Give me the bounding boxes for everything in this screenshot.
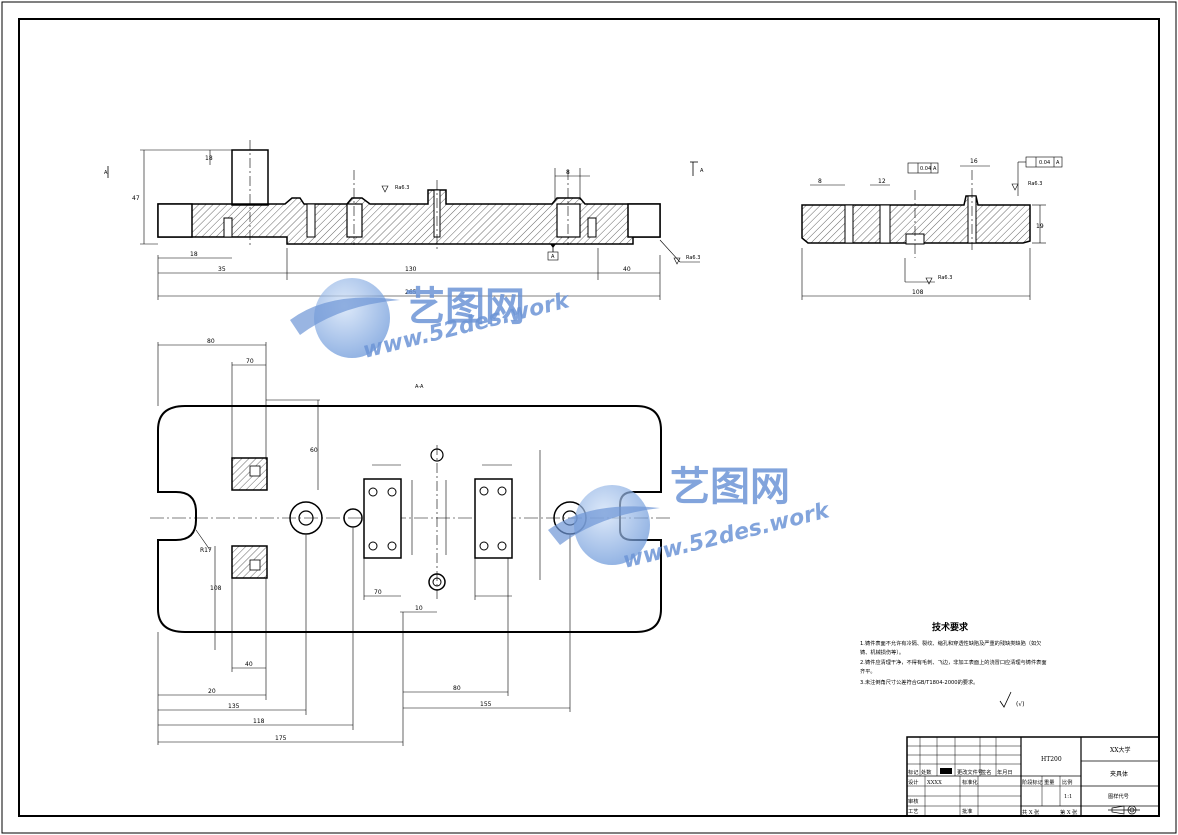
plan-dim-20: 20 bbox=[208, 688, 216, 695]
tb-part-name: 夹具体 bbox=[1110, 770, 1128, 778]
side-dim-b: 12 bbox=[878, 178, 886, 185]
section-mark-right: A bbox=[700, 168, 704, 174]
tb-sheet-no: 第 X 张 bbox=[1060, 808, 1078, 816]
tb-sheet: 共 X 张 bbox=[1022, 808, 1040, 816]
roughness-front-1: Ra6.3 bbox=[395, 185, 409, 191]
dim-text-height: 47 bbox=[132, 195, 140, 202]
plan-dim-60: 60 bbox=[310, 447, 318, 454]
watermark-brand-2: 艺图网 bbox=[670, 464, 790, 510]
plan-dim-118: 118 bbox=[253, 718, 265, 725]
dim-text-mid: 130 bbox=[405, 266, 417, 273]
tb-mark-label: 标记 bbox=[908, 768, 918, 776]
tb-approve-label: 批准 bbox=[962, 807, 972, 815]
roughness-note: (√) bbox=[1016, 701, 1025, 708]
dim-text-boss: 18 bbox=[205, 155, 213, 162]
tb-std-label: 标准化 bbox=[962, 778, 978, 786]
tech-req-line-2: 铸、机械损伤等）。 bbox=[860, 648, 904, 656]
watermark-2: 艺图网 www.52des.work bbox=[548, 464, 833, 574]
tb-date-label: 年月日 bbox=[997, 768, 1013, 776]
tb-drawing-no: 图样代号 bbox=[1108, 792, 1129, 800]
side-dim-height: 19 bbox=[1036, 223, 1044, 230]
inner-border bbox=[18, 18, 1160, 817]
roughness-front-2: Ra6.3 bbox=[686, 255, 700, 261]
tb-zone-label bbox=[940, 768, 952, 774]
svg-text:A: A bbox=[933, 166, 937, 172]
tech-req-line-1: 1.铸件表面不允许有冷隔、裂纹、缩孔和穿透性缺陷及严重的残缺类缺陷（如欠 bbox=[860, 639, 1041, 647]
tech-req-title: 技术要求 bbox=[932, 621, 969, 633]
tb-scale-label: 比例 bbox=[1062, 778, 1072, 786]
tolerance-frame-2: 0.04 A bbox=[1017, 156, 1063, 196]
tb-stage-label: 阶段标记 bbox=[1022, 778, 1043, 786]
dim-text-right: 40 bbox=[623, 266, 631, 273]
side-section-view: 108 19 8 12 16 Ra6.3 Ra6.3 0.04 A 0.04 A bbox=[801, 156, 1063, 300]
tb-scale: 1:1 bbox=[1064, 794, 1072, 800]
tb-material: HT200 bbox=[1041, 756, 1062, 763]
plan-dim-10: 10 bbox=[415, 605, 423, 612]
plan-view: A-A bbox=[150, 338, 670, 746]
plan-dim-80b: 80 bbox=[453, 685, 461, 692]
plan-dim-40: 40 bbox=[245, 661, 253, 668]
tb-sign-label: 签名 bbox=[981, 768, 991, 776]
watermark-brand-1: 艺图网 bbox=[405, 284, 525, 330]
tb-count-label: 处数 bbox=[921, 768, 932, 776]
tb-school: XX大学 bbox=[1110, 746, 1131, 754]
tolerance-frame-1: 0.04 A bbox=[907, 162, 939, 174]
dim-text-left: 18 bbox=[190, 251, 198, 258]
section-mark-left: A bbox=[104, 170, 108, 176]
tb-change-doc-label: 更改文件号 bbox=[957, 768, 983, 776]
front-section-view: 47 18 18 35 130 40 265 8 Ra6.3 Ra6.3 A A… bbox=[104, 140, 704, 300]
svg-text:0.04: 0.04 bbox=[1039, 160, 1050, 166]
tech-req-line-3: 2.铸件应清理干净，不得有毛刺、飞边，非加工表面上的浇冒口应清理与铸件表面 bbox=[860, 658, 1047, 666]
tb-weight-label: 重量 bbox=[1044, 778, 1054, 786]
plan-dim-155: 155 bbox=[480, 701, 492, 708]
side-roughness-2: Ra6.3 bbox=[938, 275, 952, 281]
tb-designer-label: 设计 bbox=[908, 778, 918, 786]
dim-text-slot: 8 bbox=[566, 169, 570, 176]
datum-label: A bbox=[551, 254, 555, 260]
tech-req-line-5: 3.未注倒角尺寸公差符合GB/T1804-2000的要求。 bbox=[860, 678, 978, 686]
title-block-text: 标记 处数 更改文件号 签名 年月日 设计 XXXX 标准化 审核 工艺 批准 … bbox=[908, 746, 1140, 816]
dim-text-overall: 265 bbox=[405, 289, 417, 296]
svg-text:A: A bbox=[1056, 160, 1060, 166]
section-view-label: A-A bbox=[415, 384, 424, 390]
side-roughness-1: Ra6.3 bbox=[1028, 181, 1042, 187]
tb-process-label: 工艺 bbox=[908, 808, 918, 815]
side-dim-a: 8 bbox=[818, 178, 822, 185]
tb-review-label: 审核 bbox=[908, 797, 918, 805]
plan-dim-135: 135 bbox=[228, 703, 240, 710]
svg-text:0.04: 0.04 bbox=[920, 166, 931, 172]
plan-dim-80: 80 bbox=[207, 338, 215, 345]
plan-dim-108: 108 bbox=[210, 585, 222, 592]
title-block bbox=[906, 736, 1160, 817]
watermark-1: 艺图网 www.52des.work bbox=[290, 278, 573, 364]
dim-text-left2: 35 bbox=[218, 266, 226, 273]
plan-dim-70b: 70 bbox=[374, 589, 382, 596]
plan-dim-70: 70 bbox=[246, 358, 254, 365]
tech-req-line-4: 齐平。 bbox=[860, 667, 876, 675]
technical-requirements: 技术要求 1.铸件表面不允许有冷隔、裂纹、缩孔和穿透性缺陷及严重的残缺类缺陷（如… bbox=[860, 621, 1047, 708]
plan-dim-175: 175 bbox=[275, 735, 287, 742]
side-dim-c: 16 bbox=[970, 158, 978, 165]
plan-dim-r17: R17 bbox=[200, 547, 212, 554]
tb-designer: XXXX bbox=[927, 780, 942, 786]
projection-symbol-icon bbox=[1108, 805, 1140, 815]
side-dim-width: 108 bbox=[912, 289, 924, 296]
roughness-symbol-icon bbox=[999, 691, 1012, 708]
